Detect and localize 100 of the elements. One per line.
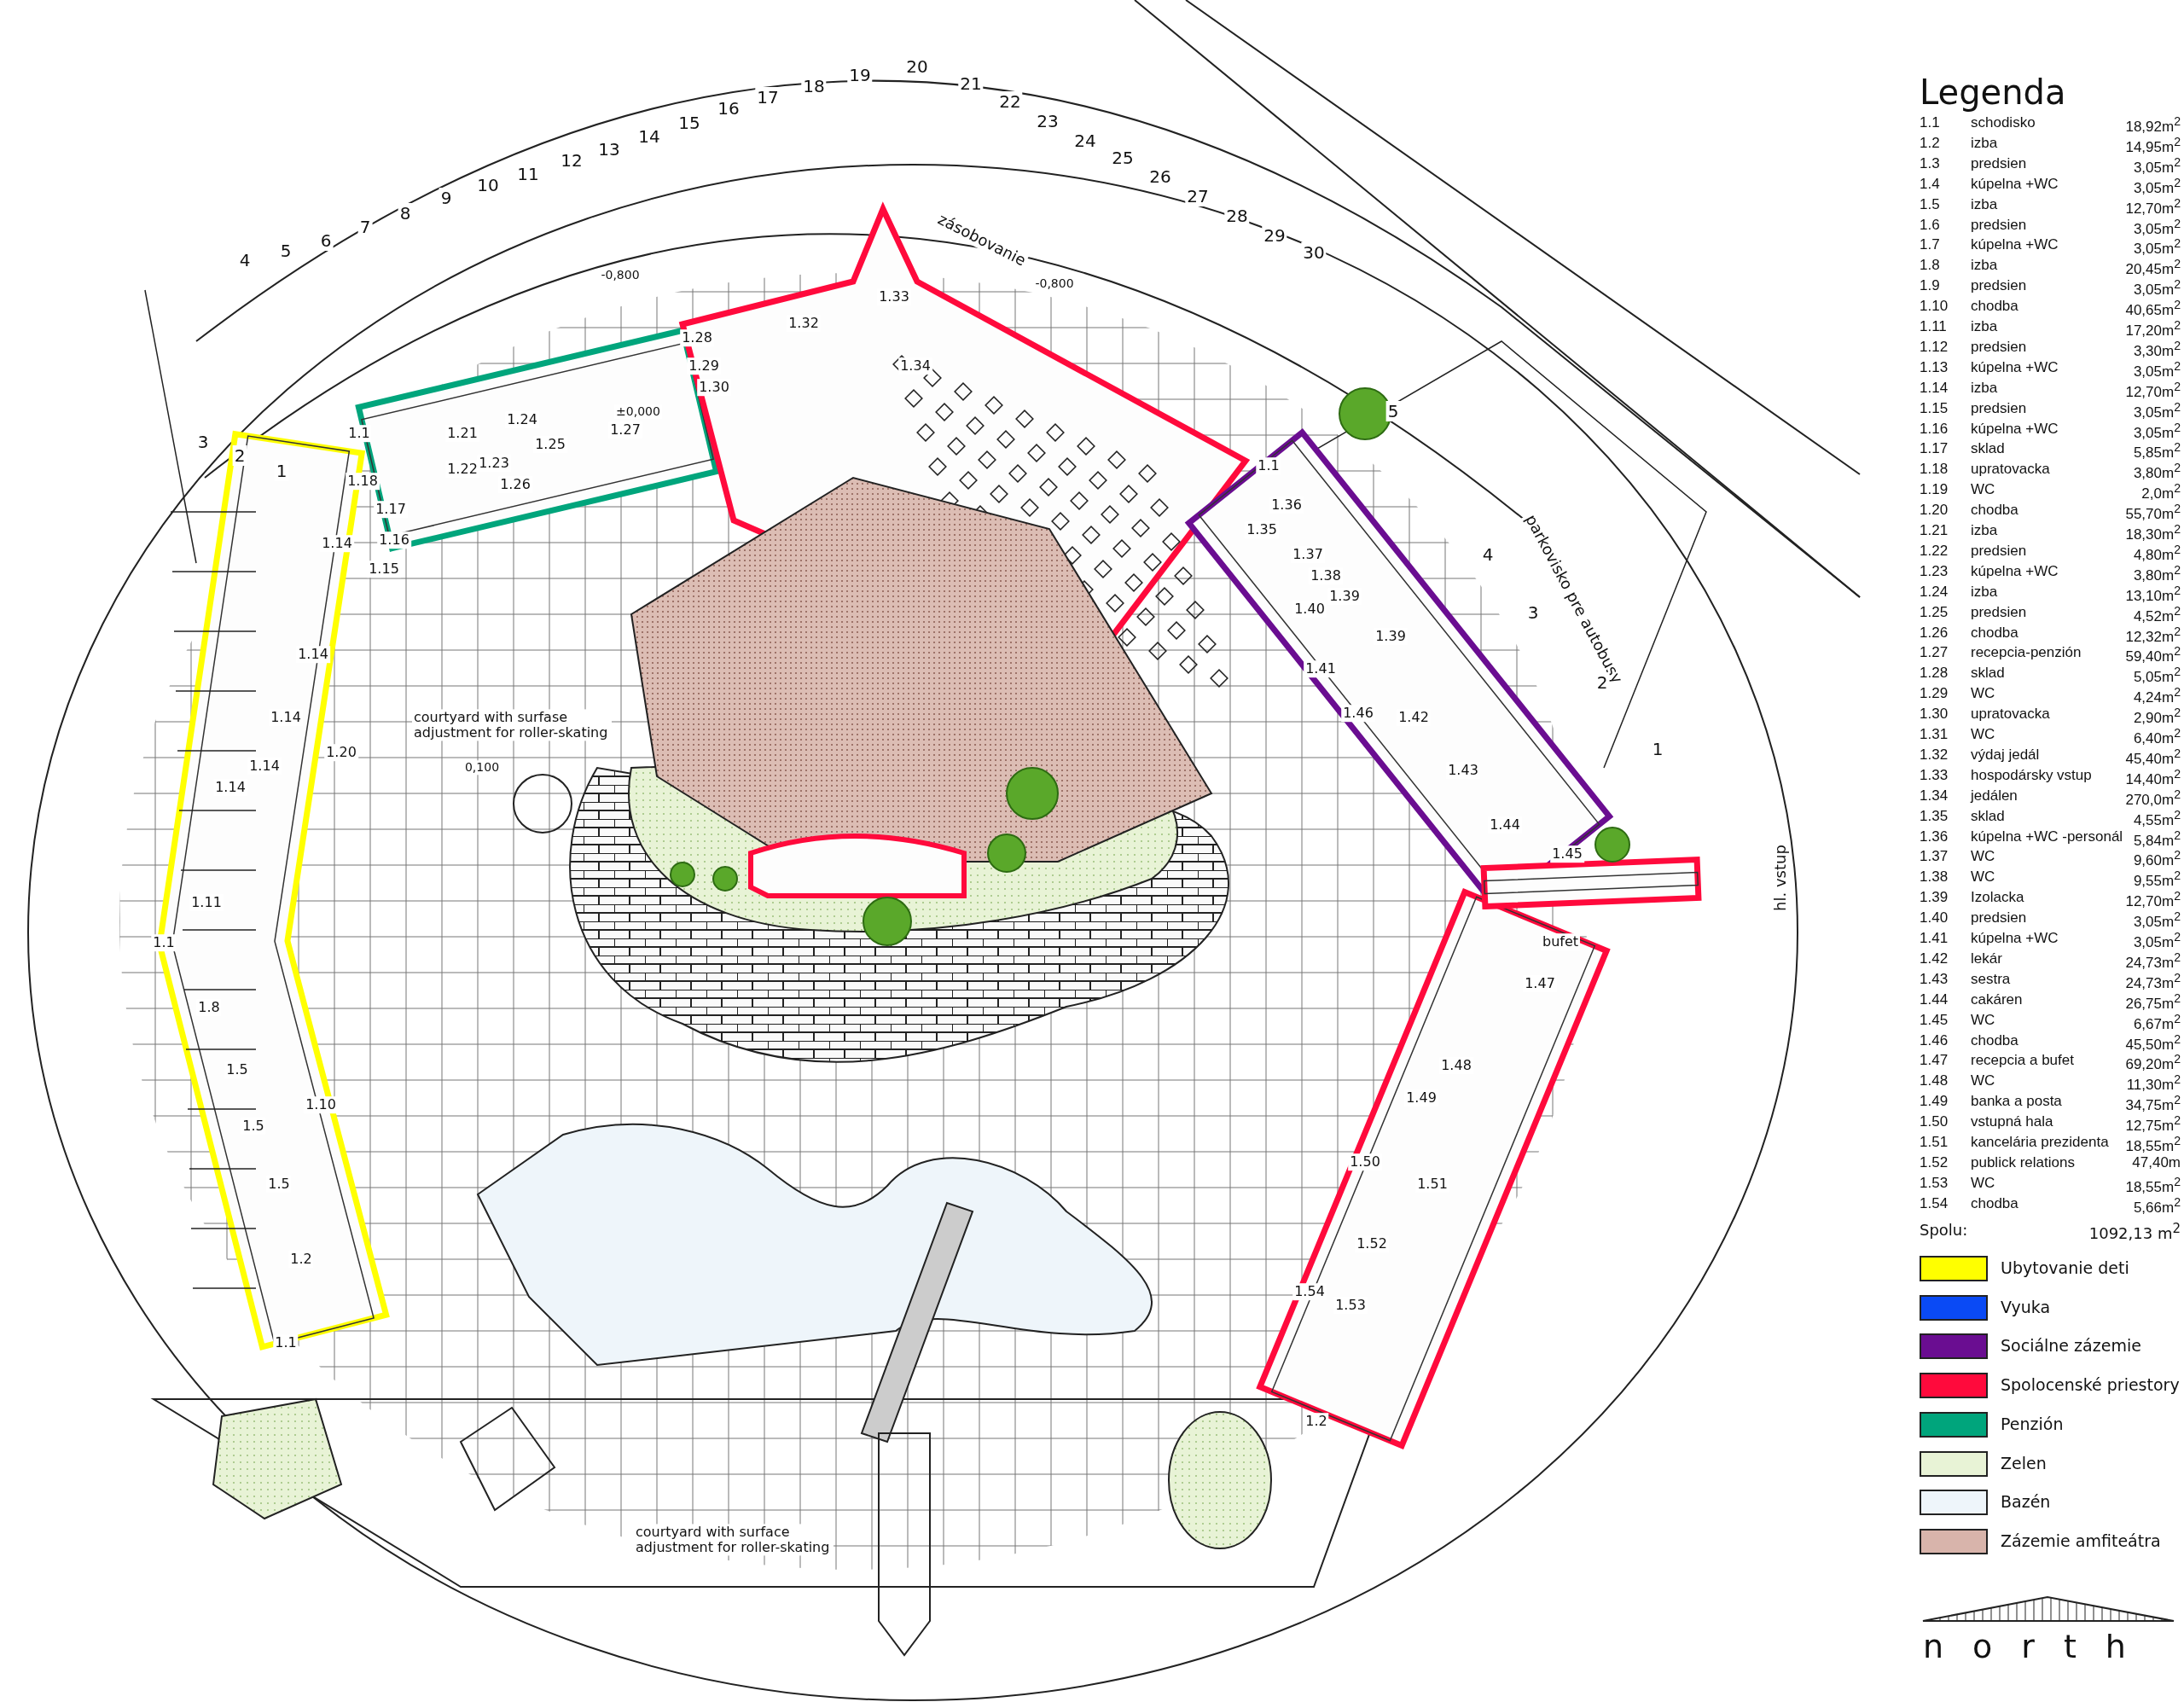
room-area: 3,80m$^{2}$ (2121, 462, 2181, 482)
elevation-mark: 0,100 (462, 760, 502, 775)
room-number: 1.45 (1550, 845, 1584, 863)
room-area: 4,55m$^{2}$ (2121, 808, 2181, 828)
room-number: 1.13 (1920, 359, 1949, 376)
room-name: kúpelna +WC (1971, 237, 2059, 254)
room-area: 13,10m$^{2}$ (2121, 584, 2181, 605)
room-number: 1.53 (1920, 1175, 1949, 1192)
room-number: 1.8 (1920, 258, 1940, 274)
room-area: 3,05m$^{2}$ (2121, 176, 2181, 197)
room-number: 1.49 (1920, 1094, 1949, 1110)
legend-label: Ubytovanie deti (2001, 1259, 2129, 1277)
room-area: 3,05m$^{2}$ (2121, 359, 2181, 380)
room-number: 1.1 (1256, 457, 1281, 474)
room-area: 5,85m$^{2}$ (2121, 441, 2181, 462)
room-name: izba (1971, 258, 1998, 274)
room-number: 1.50 (1348, 1153, 1382, 1170)
room-number: 1.42 (1920, 950, 1949, 967)
room-number: 1.40 (1920, 910, 1949, 927)
room-name: Izolacka (1971, 890, 2024, 906)
room-number: 1.20 (1920, 502, 1949, 519)
room-name: kúpelna +WC (1971, 931, 2059, 947)
room-area: 3,05m$^{2}$ (2121, 237, 2181, 258)
room-area: 9,55m$^{2}$ (2121, 869, 2181, 890)
room-area: 12,70m$^{2}$ (2121, 890, 2181, 910)
room-name: chodba (1971, 1195, 2018, 1212)
room-number: 1.37 (1920, 849, 1949, 866)
room-number: 1.35 (1920, 808, 1949, 825)
legend-label: Zázemie amfiteátra (2001, 1531, 2161, 1550)
room-number: 1.54 (1292, 1283, 1327, 1300)
room-number: 1.45 (1920, 1012, 1949, 1029)
room-name: lekár (1971, 950, 2002, 967)
room-area: 34,75m$^{2}$ (2121, 1094, 2181, 1114)
room-area: 3,05m$^{2}$ (2121, 155, 2181, 177)
legend-label: Spolocenské priestory (2001, 1376, 2180, 1394)
room-number: 1.27 (1920, 645, 1949, 662)
room-name: izba (1971, 380, 1998, 397)
room-area: 12,70m$^{2}$ (2121, 196, 2181, 217)
room-name: výdaj jedál (1971, 746, 2040, 764)
room-name: publick relations (1971, 1154, 2075, 1171)
room-number: 1.6 (1920, 217, 1940, 234)
room-area: 59,40m$^{2}$ (2121, 645, 2181, 665)
room-area: 3,05m$^{2}$ (2121, 278, 2181, 299)
room-name: kúpelna +WC (1971, 421, 2059, 438)
note-text: hl. vstup (1771, 843, 1790, 913)
room-area: 5,05m$^{2}$ (2121, 665, 2181, 686)
legend-label: Penzión (2001, 1414, 2064, 1433)
room-name: WC (1971, 1012, 1995, 1029)
room-number: 1.47 (1920, 1053, 1949, 1070)
room-number: 1.34 (1920, 787, 1949, 805)
room-name: WC (1971, 686, 1995, 702)
room-name: predsien (1971, 217, 2027, 234)
room-name: izba (1971, 196, 1998, 213)
room-number: 1.16 (1920, 421, 1949, 438)
room-number: 1.18 (1920, 462, 1949, 478)
room-name: chodba (1971, 624, 2018, 642)
room-name: kúpelna +WC -personál (1971, 828, 2123, 845)
room-number: 1.29 (687, 357, 721, 375)
room-area: 18,55m$^{2}$ (2121, 1135, 2181, 1155)
room-number: 1.48 (1920, 1073, 1949, 1089)
room-area: 6,40m$^{2}$ (2121, 727, 2181, 747)
room-area: 270,0m$^{2}$ (2121, 787, 2181, 809)
room-number: 1.50 (1920, 1114, 1949, 1130)
room-name: izba (1971, 135, 1998, 152)
room-name: vstupná hala (1971, 1114, 2053, 1130)
room-number: 1.26 (1920, 624, 1949, 642)
room-number: 1.31 (1920, 727, 1949, 743)
room-area: 3,80m$^{2}$ (2121, 563, 2181, 584)
elevation-mark: -0,800 (1033, 276, 1076, 292)
room-number: 1.20 (324, 744, 358, 761)
room-name: WC (1971, 727, 1995, 743)
room-number: 1.14 (1920, 380, 1949, 397)
room-area: 55,70m$^{2}$ (2121, 502, 2181, 523)
room-area: 14,40m$^{2}$ (2121, 767, 2181, 788)
room-name: recepcia-penzión (1971, 645, 2082, 662)
room-number: 1.2 (1920, 135, 1940, 152)
legend-label: Bazén (2001, 1493, 2051, 1512)
room-number: 1.44 (1920, 991, 1949, 1008)
legend-label: Sociálne zázemie (2001, 1337, 2141, 1356)
room-number: 1.4 (1920, 176, 1940, 193)
room-number: 1.41 (1920, 931, 1949, 947)
room-area: 3,05m$^{2}$ (2121, 421, 2181, 441)
room-area: 3,05m$^{2}$ (2121, 931, 2181, 951)
room-number: 1.34 (898, 357, 932, 375)
room-name: sklad (1971, 808, 2005, 825)
room-name: predsien (1971, 155, 2027, 172)
room-name: schodisko (1971, 115, 2036, 131)
elevation-mark: -0,800 (599, 268, 642, 283)
room-area: 45,50m$^{2}$ (2121, 1032, 2181, 1053)
room-name: predsien (1971, 543, 2027, 560)
room-name: izba (1971, 319, 1998, 335)
room-number: 1.46 (1341, 705, 1375, 722)
room-name: sklad (1971, 665, 2005, 682)
room-number: 1.19 (1920, 482, 1949, 498)
room-name: predsien (1971, 400, 2027, 417)
room-number: 1.21 (1920, 523, 1949, 539)
room-area: 17,20m$^{2}$ (2121, 319, 2181, 340)
room-name: predsien (1971, 339, 2027, 356)
room-number: 1.46 (1920, 1032, 1949, 1049)
room-area: 5,84m$^{2}$ (2121, 828, 2181, 849)
